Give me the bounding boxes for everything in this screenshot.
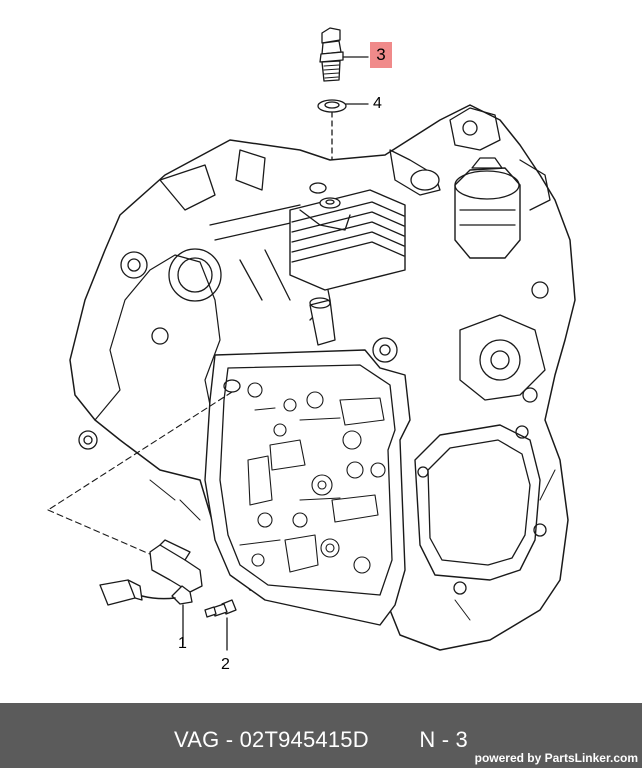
- callout-3-highlighted[interactable]: 3: [370, 42, 392, 68]
- callout-1-label[interactable]: 1: [178, 635, 187, 652]
- dashed-leader-lines: [47, 391, 233, 556]
- callout-3-label: 3: [376, 45, 386, 64]
- separator: -: [219, 727, 240, 752]
- callout-2-label[interactable]: 2: [221, 656, 230, 673]
- valve-body: [204, 297, 411, 626]
- bolt-part-2: [204, 599, 237, 651]
- powered-by-link[interactable]: powered by PartsLinker.com: [474, 751, 638, 765]
- oil-cooler: [289, 149, 441, 291]
- part-number: 02T945415D: [239, 727, 369, 752]
- sealing-washer-part-4: [317, 99, 369, 179]
- footer-bar: VAG - 02T945415D N - 3 powered by PartsL…: [0, 703, 642, 768]
- transmission-exploded-diagram: 3 4 1 2: [47, 27, 576, 673]
- temperature-sender-part-3: [319, 27, 369, 82]
- brand-label: VAG: [174, 727, 220, 752]
- end-cover: [414, 281, 549, 595]
- position-label: N - 3: [419, 727, 468, 752]
- gap: [369, 727, 420, 752]
- gearbox-housing: [69, 104, 576, 651]
- sensor-part-1: [99, 539, 203, 646]
- callout-4-label[interactable]: 4: [373, 95, 382, 112]
- footer-part-info: VAG - 02T945415D N - 3: [0, 727, 642, 753]
- filter-housing: [449, 107, 551, 259]
